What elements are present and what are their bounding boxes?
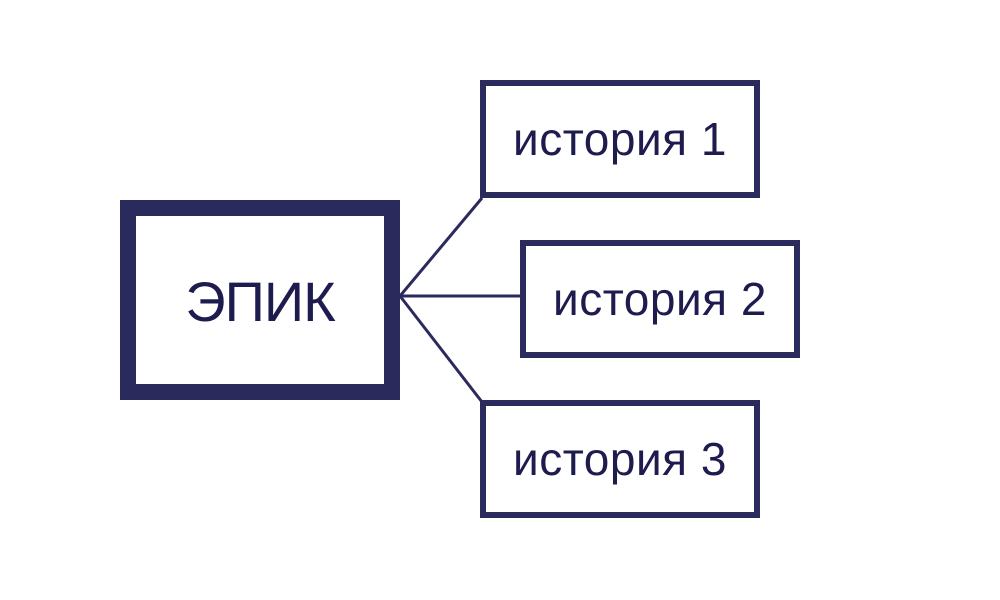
epic-node: ЭПИК: [120, 200, 400, 400]
story-node-3: история 3: [480, 400, 760, 518]
story-node-1: история 1: [480, 80, 760, 198]
connector-epic-story-1: [398, 197, 484, 297]
story-label-2: история 2: [553, 273, 767, 325]
epic-label: ЭПИК: [185, 269, 335, 333]
story-node-2: история 2: [520, 240, 800, 358]
story-label-1: история 1: [513, 113, 727, 165]
connector-epic-story-3: [398, 295, 484, 403]
story-label-3: история 3: [513, 433, 727, 485]
